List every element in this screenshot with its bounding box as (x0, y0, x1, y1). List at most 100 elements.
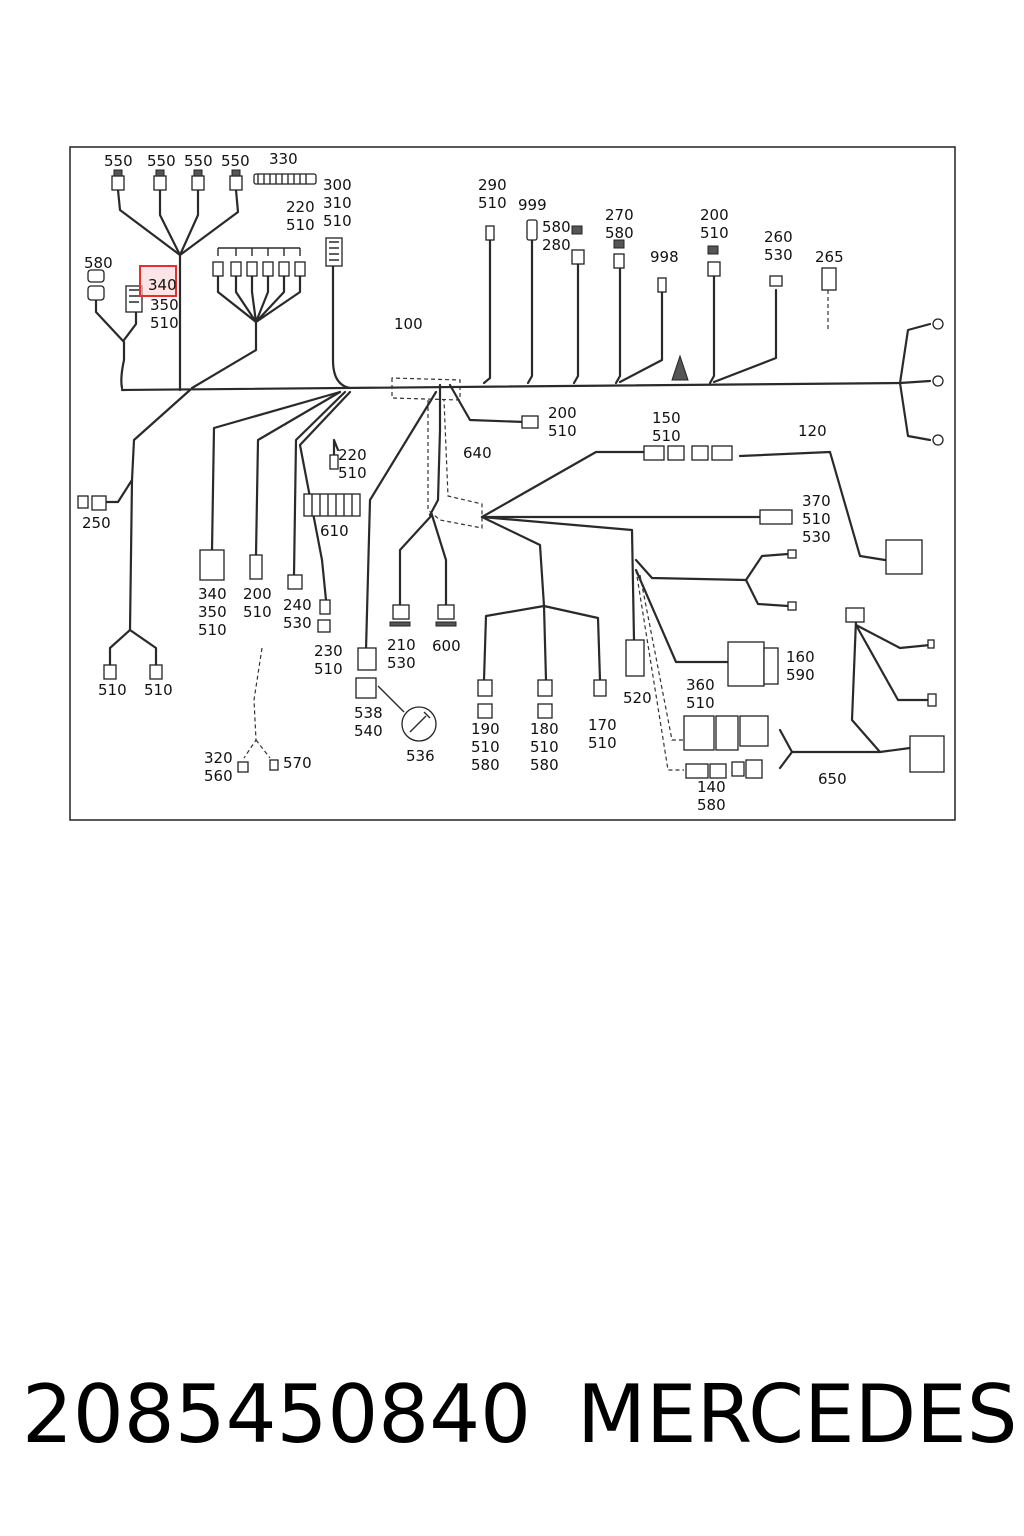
callout-line: 140 (697, 778, 726, 796)
callout-line: 280 (542, 236, 571, 254)
callout-line: 530 (764, 246, 793, 264)
callout-line: 510 (588, 734, 617, 752)
callout-line: 210 (387, 636, 416, 654)
callout-line: 560 (204, 767, 233, 785)
callout-line: 510 (478, 194, 507, 212)
callout-line: 270 (605, 206, 634, 224)
brand-name: MERCEDES (577, 1368, 1018, 1461)
callout-250: 250 (82, 514, 111, 532)
callout-line: 550 (184, 152, 213, 170)
callout-line: 650 (818, 770, 847, 788)
callout-line: 510 (98, 681, 127, 699)
callout-330: 330 (269, 150, 298, 168)
callout-100: 100 (394, 315, 423, 333)
callout-line: 530 (387, 654, 416, 672)
callout-line: 290 (478, 176, 507, 194)
callout-510-a: 510 (98, 681, 127, 699)
callout-line: 100 (394, 315, 423, 333)
callout-line: 340 (198, 585, 227, 603)
callout-line: 510 (314, 660, 343, 678)
harness-connectors (77, 169, 945, 779)
callout-line: 530 (283, 614, 312, 632)
callout-536: 536 (406, 747, 435, 765)
callout-line: 510 (338, 464, 367, 482)
callout-line: 360 (686, 676, 715, 694)
callout-line: 550 (104, 152, 133, 170)
callout-line: 350 (150, 296, 179, 314)
callout-line: 510 (471, 738, 500, 756)
callout-line: 320 (204, 749, 233, 767)
callout-line: 300 (323, 176, 352, 194)
callout-line: 510 (548, 422, 577, 440)
callout-line: 570 (283, 754, 312, 772)
part-number: 2085450840 (22, 1368, 531, 1461)
callout-line: 550 (147, 152, 176, 170)
highlight-box-340 (139, 265, 177, 297)
callout-line: 200 (243, 585, 272, 603)
callout-340-highlight: 340 (148, 276, 177, 294)
callout-600: 600 (432, 637, 461, 655)
callout-line: 260 (764, 228, 793, 246)
callout-line: 510 (652, 427, 681, 445)
callout-999: 999 (518, 196, 547, 214)
callout-550-a: 550 (104, 152, 133, 170)
callout-line: 510 (286, 216, 315, 234)
callout-550-d: 550 (221, 152, 250, 170)
callout-line: 170 (588, 716, 617, 734)
callout-line: 550 (221, 152, 250, 170)
callout-line: 510 (198, 621, 227, 639)
callout-line: 230 (314, 642, 343, 660)
callout-line: 350 (198, 603, 227, 621)
callout-line: 580 (542, 218, 571, 236)
callout-510-b: 510 (144, 681, 173, 699)
callout-580-a: 580 (84, 254, 113, 272)
callout-line: 530 (802, 528, 831, 546)
callout-998: 998 (650, 248, 679, 266)
callout-570: 570 (283, 754, 312, 772)
callout-650: 650 (818, 770, 847, 788)
diagram-frame (69, 146, 956, 821)
callout-line: 510 (323, 212, 352, 230)
harness-wires (94, 188, 932, 771)
callout-line: 580 (471, 756, 500, 774)
callout-640: 640 (463, 444, 492, 462)
callout-610: 610 (320, 522, 349, 540)
callout-line: 220 (286, 198, 315, 216)
callout-line: 200 (700, 206, 729, 224)
callout-line: 510 (686, 694, 715, 712)
callout-line: 536 (406, 747, 435, 765)
callout-line: 510 (144, 681, 173, 699)
callout-line: 265 (815, 248, 844, 266)
callout-line: 250 (82, 514, 111, 532)
callout-line: 330 (269, 150, 298, 168)
callout-line: 600 (432, 637, 461, 655)
callout-line: 370 (802, 492, 831, 510)
callout-line: 510 (243, 603, 272, 621)
caption-footer: 2085450840 MERCEDES (0, 1365, 1024, 1475)
callout-line: 190 (471, 720, 500, 738)
callout-line: 150 (652, 409, 681, 427)
callout-line: 340 (148, 276, 177, 294)
callout-line: 540 (354, 722, 383, 740)
callout-550-b: 550 (147, 152, 176, 170)
